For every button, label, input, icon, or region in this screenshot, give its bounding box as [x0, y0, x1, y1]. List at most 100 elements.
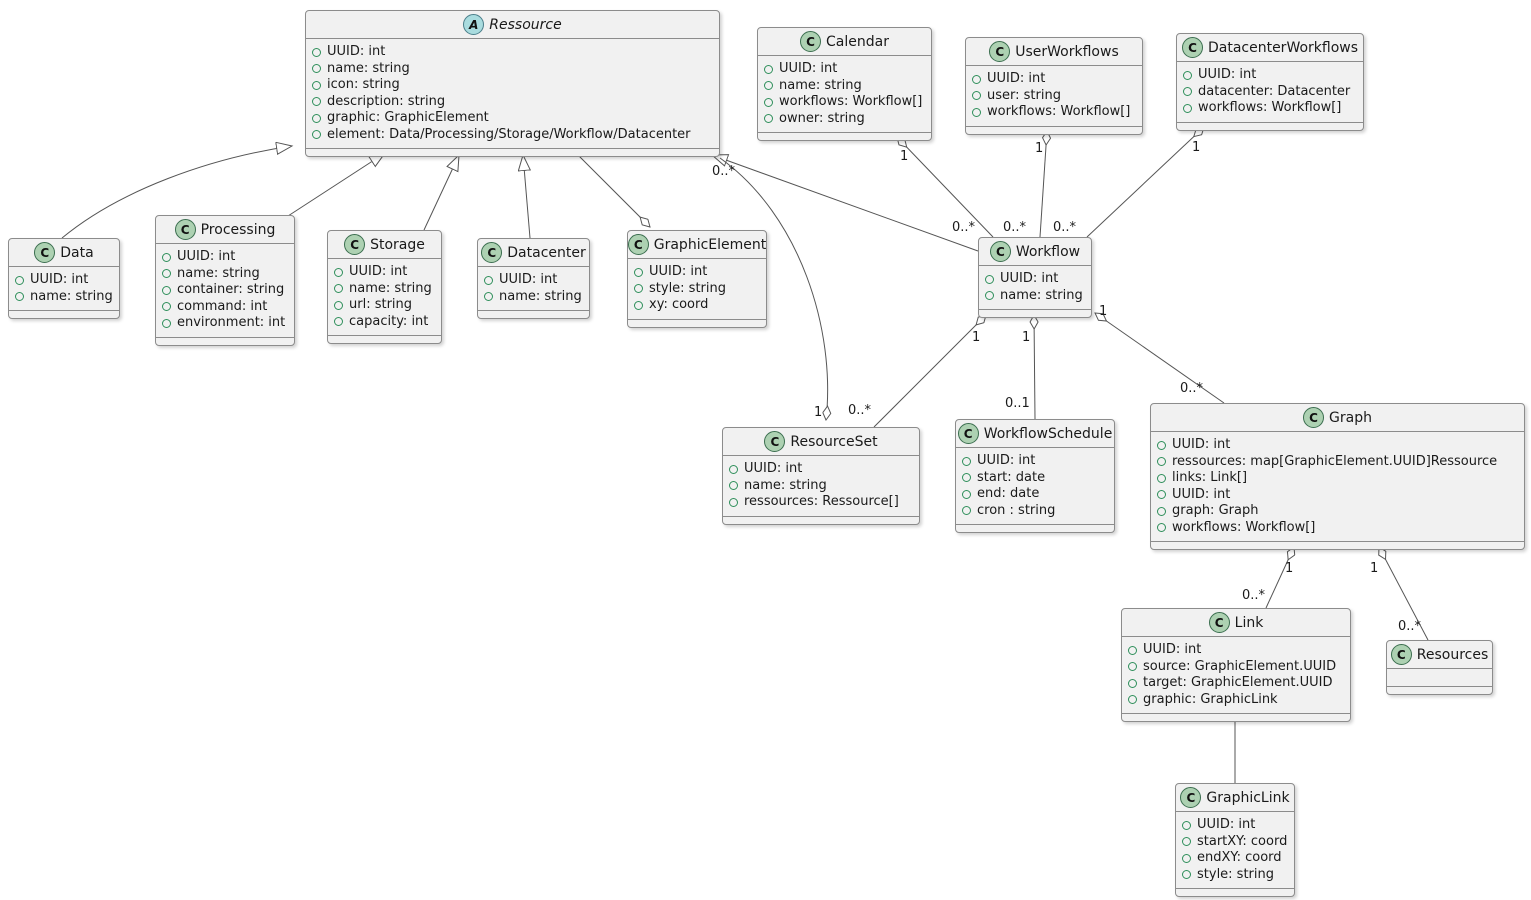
mult-resourceset-many: 0..*	[848, 403, 872, 418]
class-icon: C	[800, 31, 822, 52]
edge-ressource-graphicelement	[574, 151, 650, 227]
attribute-text: UUID: int	[1172, 486, 1231, 502]
field-visibility-icon	[162, 269, 171, 279]
field-visibility-icon	[962, 473, 971, 483]
attribute-text: target: GraphicElement.UUID	[1143, 675, 1333, 690]
attribute-text: name: string	[779, 77, 862, 93]
class-attribute: workflows: Workflow[]	[1183, 100, 1356, 117]
class-datacenterworkflows-title: DatacenterWorkflows	[1207, 39, 1359, 56]
class-workflowschedule-title: WorkflowSchedule	[983, 425, 1113, 442]
attribute-text: name: string	[349, 280, 432, 296]
class-storage-header: C Storage	[328, 231, 441, 259]
mult-resourceset-one: 1	[814, 405, 822, 420]
edge-workflow-resourceset	[873, 315, 986, 428]
mult-datacenterworkflows-one: 1	[1192, 140, 1200, 155]
field-visibility-icon	[162, 252, 171, 262]
class-link-title: Link	[1234, 614, 1264, 631]
class-icon: C	[764, 431, 786, 452]
class-attribute: UUID: int	[484, 272, 582, 289]
attribute-text: UUID: int	[779, 61, 838, 76]
field-visibility-icon	[334, 284, 343, 294]
field-visibility-icon	[1157, 440, 1166, 450]
attribute-text: UUID: int	[1198, 67, 1257, 82]
class-attribute: UUID: int	[162, 249, 287, 266]
class-attribute: UUID: int	[1183, 67, 1356, 84]
attribute-text: workflows: Workflow[]	[779, 94, 923, 109]
class-attribute: style: string	[634, 281, 759, 298]
class-calendar-title: Calendar	[826, 33, 889, 50]
edge-workflow-graph	[1095, 313, 1225, 404]
mult-graph-link-one: 1	[1285, 561, 1293, 576]
edge-graph-resources	[1379, 547, 1429, 641]
mult-schedule-zero-one: 0..1	[1005, 396, 1030, 411]
attribute-text: end: date	[977, 486, 1040, 501]
attribute-text: UUID: int	[349, 264, 408, 279]
class-graph-header: C Graph	[1151, 404, 1524, 432]
field-visibility-icon	[162, 318, 171, 328]
field-visibility-icon	[1157, 506, 1166, 516]
class-icon: C	[481, 242, 503, 263]
attribute-text: name: string	[30, 288, 113, 304]
field-visibility-icon	[15, 292, 24, 302]
field-visibility-icon	[985, 274, 994, 284]
attribute-text: ressources: map[GraphicElement.UUID]Ress…	[1172, 453, 1498, 469]
edge-datacenterworkflows-workflow	[1086, 127, 1204, 238]
mult-link-many: 0..*	[1242, 588, 1266, 603]
attribute-text: graph: Graph	[1172, 503, 1259, 518]
class-attribute: UUID: int	[634, 264, 759, 281]
field-visibility-icon	[1157, 523, 1166, 533]
attribute-text: UUID: int	[1143, 642, 1202, 657]
class-attribute: xy: coord	[634, 297, 759, 314]
field-visibility-icon	[962, 489, 971, 499]
class-icon: C	[989, 41, 1011, 62]
attribute-text: name: string	[177, 265, 260, 281]
class-resourceset-title: ResourceSet	[790, 433, 878, 450]
attribute-text: workflows: Workflow[]	[1172, 519, 1316, 535]
class-graph[interactable]: C Graph UUID: int ressources: map[Graphic…	[1150, 403, 1525, 550]
class-resources[interactable]: C Resources	[1386, 640, 1493, 695]
field-visibility-icon	[764, 114, 773, 124]
edge-datacenter-extends-ressource	[523, 155, 530, 239]
class-attribute: ressources: Ressource[]	[729, 494, 912, 511]
class-attribute: UUID: int	[1128, 642, 1343, 659]
attribute-text: url: string	[349, 297, 413, 312]
attribute-text: name: string	[1000, 287, 1083, 303]
field-visibility-icon	[484, 275, 493, 285]
class-datacenter-header: C Datacenter	[478, 239, 589, 267]
class-attribute: cron : string	[962, 503, 1107, 520]
class-graphiclink-methods	[1176, 889, 1294, 896]
class-graph-title: Graph	[1329, 409, 1372, 426]
attribute-text: style: string	[1197, 866, 1275, 882]
class-icon: C	[1390, 644, 1412, 665]
edge-storage-extends-ressource	[423, 155, 459, 231]
attribute-text: UUID: int	[30, 272, 89, 287]
class-data-header: C Data	[9, 239, 119, 267]
class-attribute: name: string	[729, 478, 912, 495]
mult-workflow-schedule-one: 1	[1022, 330, 1030, 345]
class-resources-header: C Resources	[1387, 641, 1492, 669]
class-attribute: element: Data/Processing/Storage/Workflo…	[312, 127, 712, 144]
class-workflow-header: C Workflow	[979, 238, 1091, 266]
field-visibility-icon	[764, 64, 773, 74]
class-attribute: name: string	[484, 289, 582, 306]
